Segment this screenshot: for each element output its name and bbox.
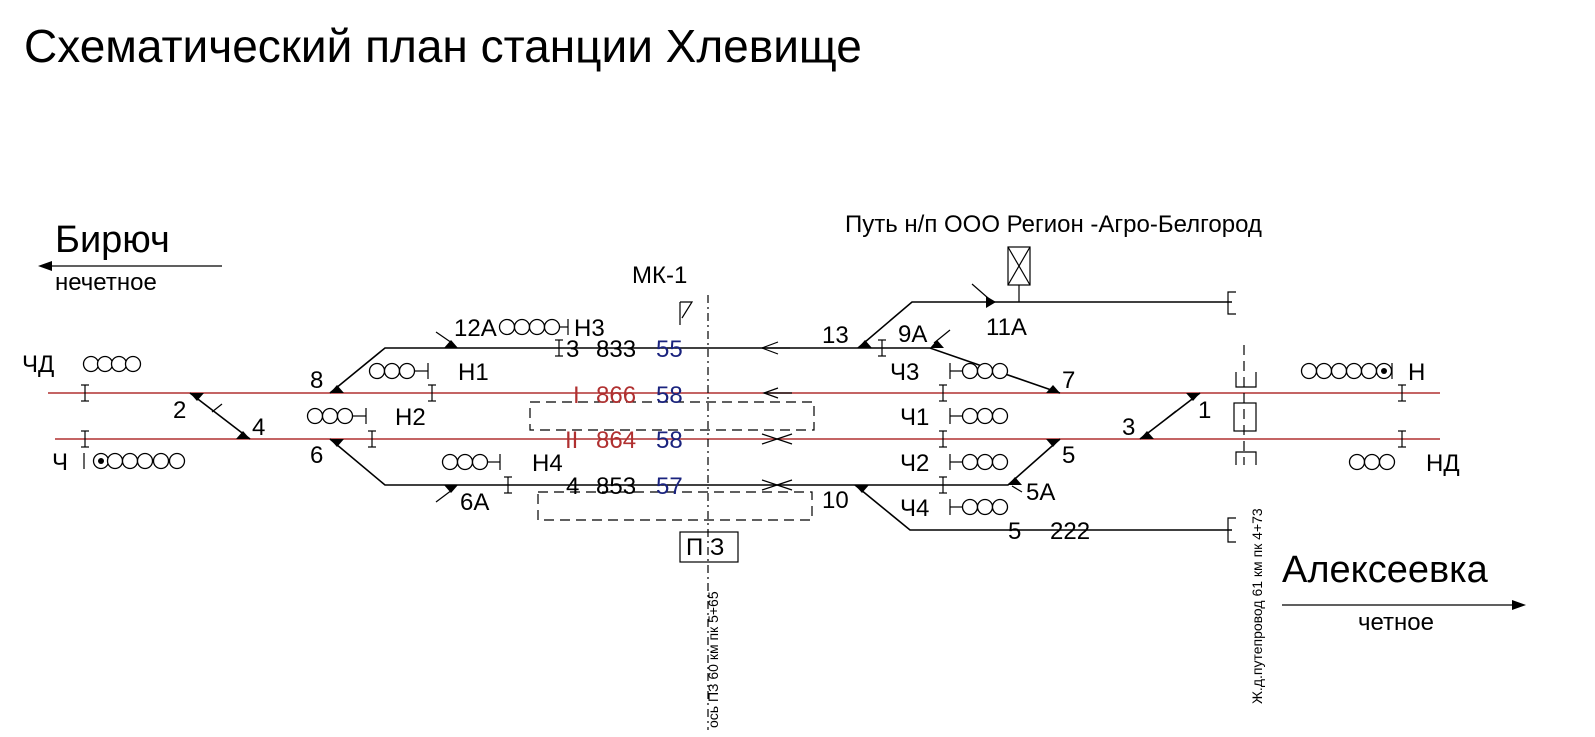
signal-ND-label: НД bbox=[1426, 450, 1460, 477]
signal-CH4-label: Ч4 bbox=[900, 495, 929, 522]
track-5-num: 5 bbox=[1008, 518, 1021, 545]
track-I-cap: 58 bbox=[656, 382, 683, 409]
direction-right-sub: четное bbox=[1358, 609, 1434, 636]
switch-7-label: 7 bbox=[1062, 367, 1075, 394]
track-4-num: 4 bbox=[566, 473, 579, 500]
signal-N4-lamps bbox=[441, 453, 501, 471]
track-II-len: 864 bbox=[596, 427, 636, 454]
direction-left-sub: нечетное bbox=[55, 269, 157, 296]
arrow-right-icon bbox=[1282, 600, 1526, 610]
direction-left-name: Бирюч bbox=[55, 219, 170, 261]
signal-CH-lamps bbox=[83, 452, 186, 470]
track-5-len: 222 bbox=[1050, 518, 1090, 545]
track-3-len: 833 bbox=[596, 336, 636, 363]
signal-N-label: Н bbox=[1408, 359, 1425, 386]
post-box-label: П З bbox=[686, 534, 724, 561]
platform-2 bbox=[537, 491, 813, 521]
axis-vertical-label: ось ПЗ 60 км пк 5+65 bbox=[705, 591, 721, 728]
switch-6-label: 6 bbox=[310, 442, 323, 469]
track-II-cap: 58 bbox=[656, 427, 683, 454]
switch-11A-label: 11А bbox=[986, 314, 1027, 341]
switch-5A-label: 5А bbox=[1026, 479, 1055, 506]
signal-N1-label: Н1 bbox=[458, 359, 489, 386]
signal-N2-lamps bbox=[306, 407, 367, 425]
signal-CHD-lamps bbox=[82, 355, 142, 373]
signal-CH1-lamps bbox=[949, 407, 1009, 425]
signal-ND-lamps bbox=[1348, 453, 1396, 471]
switch-10-label: 10 bbox=[822, 487, 849, 514]
signal-CH4-lamps bbox=[949, 498, 1009, 516]
signal-CH-label: Ч bbox=[52, 449, 68, 476]
track-3-num: 3 bbox=[566, 336, 579, 363]
signal-CH1-label: Ч1 bbox=[900, 404, 929, 431]
siding-label: Путь н/п ООО Регион -Агро-Белгород bbox=[845, 211, 1262, 238]
overpass-marks bbox=[1233, 345, 1257, 465]
post-box bbox=[679, 531, 739, 563]
insulating-joints bbox=[81, 339, 1406, 494]
switch-3-label: 3 bbox=[1122, 414, 1135, 441]
signal-N1-lamps bbox=[368, 362, 429, 380]
signal-CH2-lamps bbox=[949, 453, 1009, 471]
track-II-num: II bbox=[565, 427, 578, 454]
track-4-cap: 57 bbox=[656, 473, 683, 500]
arrow-left-icon bbox=[38, 261, 222, 271]
siding-building-icon bbox=[1007, 246, 1031, 302]
flag-icon bbox=[679, 301, 694, 325]
signal-CH3-lamps bbox=[949, 362, 1009, 380]
crossover-2-4 bbox=[189, 392, 251, 440]
post-label: МК-1 bbox=[632, 262, 687, 289]
track-3-cap: 55 bbox=[656, 336, 683, 363]
signal-N3-label: Н3 bbox=[574, 315, 605, 342]
signal-N4-label: Н4 bbox=[532, 450, 563, 477]
signal-N3-lamps bbox=[498, 318, 569, 336]
switch-6A-label: 6А bbox=[460, 489, 489, 516]
signal-N-lamps bbox=[1300, 362, 1393, 380]
switch-5-label: 5 bbox=[1062, 442, 1075, 469]
platform-1 bbox=[529, 401, 815, 431]
scheme-title: Схематический план станции Хлевище bbox=[24, 20, 862, 72]
signal-N2-label: Н2 bbox=[395, 404, 426, 431]
switch-leaders bbox=[435, 329, 1023, 503]
track-4-len: 853 bbox=[596, 473, 636, 500]
switch-9A-label: 9А bbox=[898, 321, 927, 348]
switch-2-label: 2 bbox=[173, 397, 186, 424]
direction-right-name: Алексеевка bbox=[1282, 549, 1489, 591]
track-I-num: I bbox=[573, 382, 580, 409]
switch-4-label: 4 bbox=[252, 414, 265, 441]
switch-13-label: 13 bbox=[822, 322, 849, 349]
switch-12A-label: 12А bbox=[454, 315, 497, 342]
track-I-len: 866 bbox=[596, 382, 636, 409]
siding-track bbox=[857, 283, 1236, 349]
signal-CHD-label: ЧД bbox=[22, 351, 54, 378]
switch-8-label: 8 bbox=[310, 367, 323, 394]
track-direction-marks bbox=[760, 341, 793, 491]
switch-points bbox=[190, 340, 1200, 493]
signal-CH2-label: Ч2 bbox=[900, 450, 929, 477]
signal-CH3-label: Ч3 bbox=[890, 359, 919, 386]
switch-1-label: 1 bbox=[1198, 397, 1211, 424]
overpass-vertical-label: Ж.д.путепровод 61 км пк 4+73 bbox=[1249, 508, 1265, 704]
